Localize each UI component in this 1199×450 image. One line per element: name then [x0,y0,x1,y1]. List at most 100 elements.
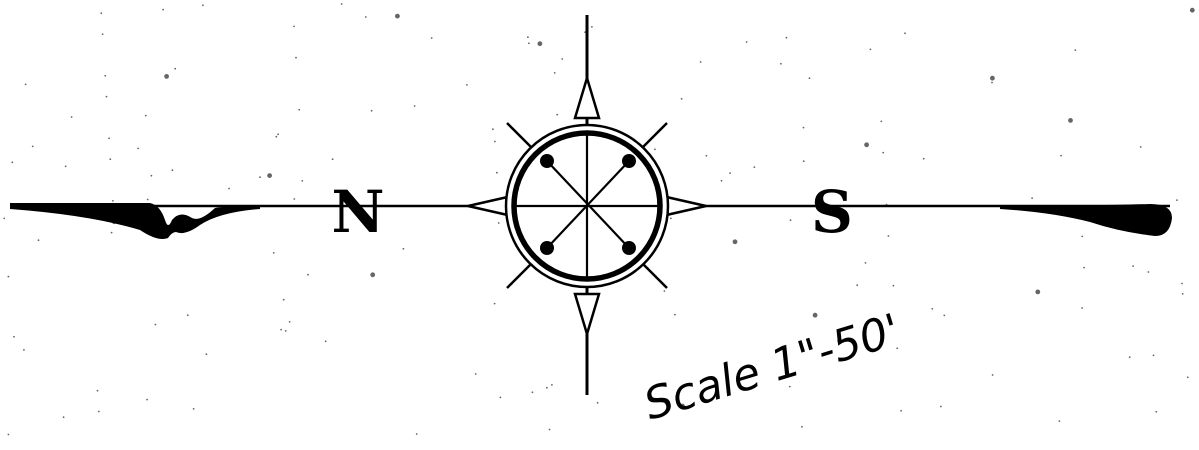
speckle [187,314,189,316]
speckle [267,173,272,178]
speckle [940,406,942,408]
speckle [494,303,496,305]
speckle [293,198,295,200]
speckle [721,180,723,182]
speckle [1153,355,1155,357]
speckle [1060,155,1062,157]
speckle [1176,199,1178,201]
speckle [365,16,367,18]
speckle [147,199,149,201]
speckle [23,349,25,351]
speckle [900,410,902,412]
speckle [893,285,895,287]
speckle [172,169,174,171]
speckle [100,12,102,14]
speckle [289,321,291,323]
speckle [780,63,782,65]
speckle [65,166,67,168]
speckle [809,77,811,79]
speckle [1181,283,1183,285]
speckle [528,42,530,44]
north-letter: N [331,178,384,246]
speckle [98,411,100,413]
speckle [801,426,803,428]
speckle [104,75,106,77]
speckle [882,152,884,154]
speckle [786,37,788,39]
speckle [202,4,204,6]
compass-rose-icon [468,15,706,395]
speckle [864,142,869,147]
speckle [298,109,300,111]
speckle [295,57,297,59]
speckle [1031,197,1033,199]
speckle [1035,290,1040,295]
meridian-left-end [10,203,260,239]
speckle [546,387,548,389]
speckle [1081,236,1083,238]
speckle [1190,8,1195,13]
speckle [193,408,195,410]
speckle [7,434,9,436]
speckle [112,200,114,202]
speckle [733,239,738,244]
speckle [880,121,882,123]
speckle [283,299,285,301]
speckle [591,26,593,28]
speckle [496,172,498,174]
speckle [729,172,731,174]
speckle [285,330,287,332]
speckle [753,166,755,168]
meridian-right-end [1000,204,1172,236]
speckle [1083,267,1085,269]
speckle [746,41,748,43]
speckle [888,235,890,237]
speckle [561,58,563,60]
speckle [325,340,327,342]
speckle [1129,356,1131,358]
speckle [1187,376,1189,378]
speckle [206,353,208,355]
speckle [870,49,872,51]
speckle [228,188,230,190]
speckle [273,252,275,254]
speckle [111,232,113,234]
speckle [1148,271,1150,273]
speckle [155,324,157,326]
speckle [146,399,148,401]
speckle [332,158,334,160]
speckle [414,105,416,107]
speckle [549,429,551,431]
speckle [63,416,65,418]
speckle [280,329,282,331]
speckle [1059,420,1061,422]
speckle [1182,293,1184,295]
speckle [259,176,261,178]
speckle [1132,265,1134,267]
speckle [554,72,556,74]
speckle [1074,49,1076,51]
speckle [1155,411,1157,413]
speckle [990,76,995,81]
speckle [145,115,147,117]
speckle [856,284,858,286]
speckle [538,41,543,46]
speckle [681,98,683,100]
speckle [108,137,110,139]
speckle [813,313,818,318]
speckle [706,155,708,157]
speckle [301,180,303,182]
speckle [943,315,945,317]
speckle [32,146,34,148]
speckle [137,148,139,150]
speckle [277,133,279,135]
speckle [1140,146,1142,148]
speckle [174,68,176,70]
speckle [102,33,104,35]
speckle [532,391,534,393]
speckle [164,74,169,79]
speckle [466,84,468,86]
speckle [931,308,933,310]
speckle [992,374,994,376]
